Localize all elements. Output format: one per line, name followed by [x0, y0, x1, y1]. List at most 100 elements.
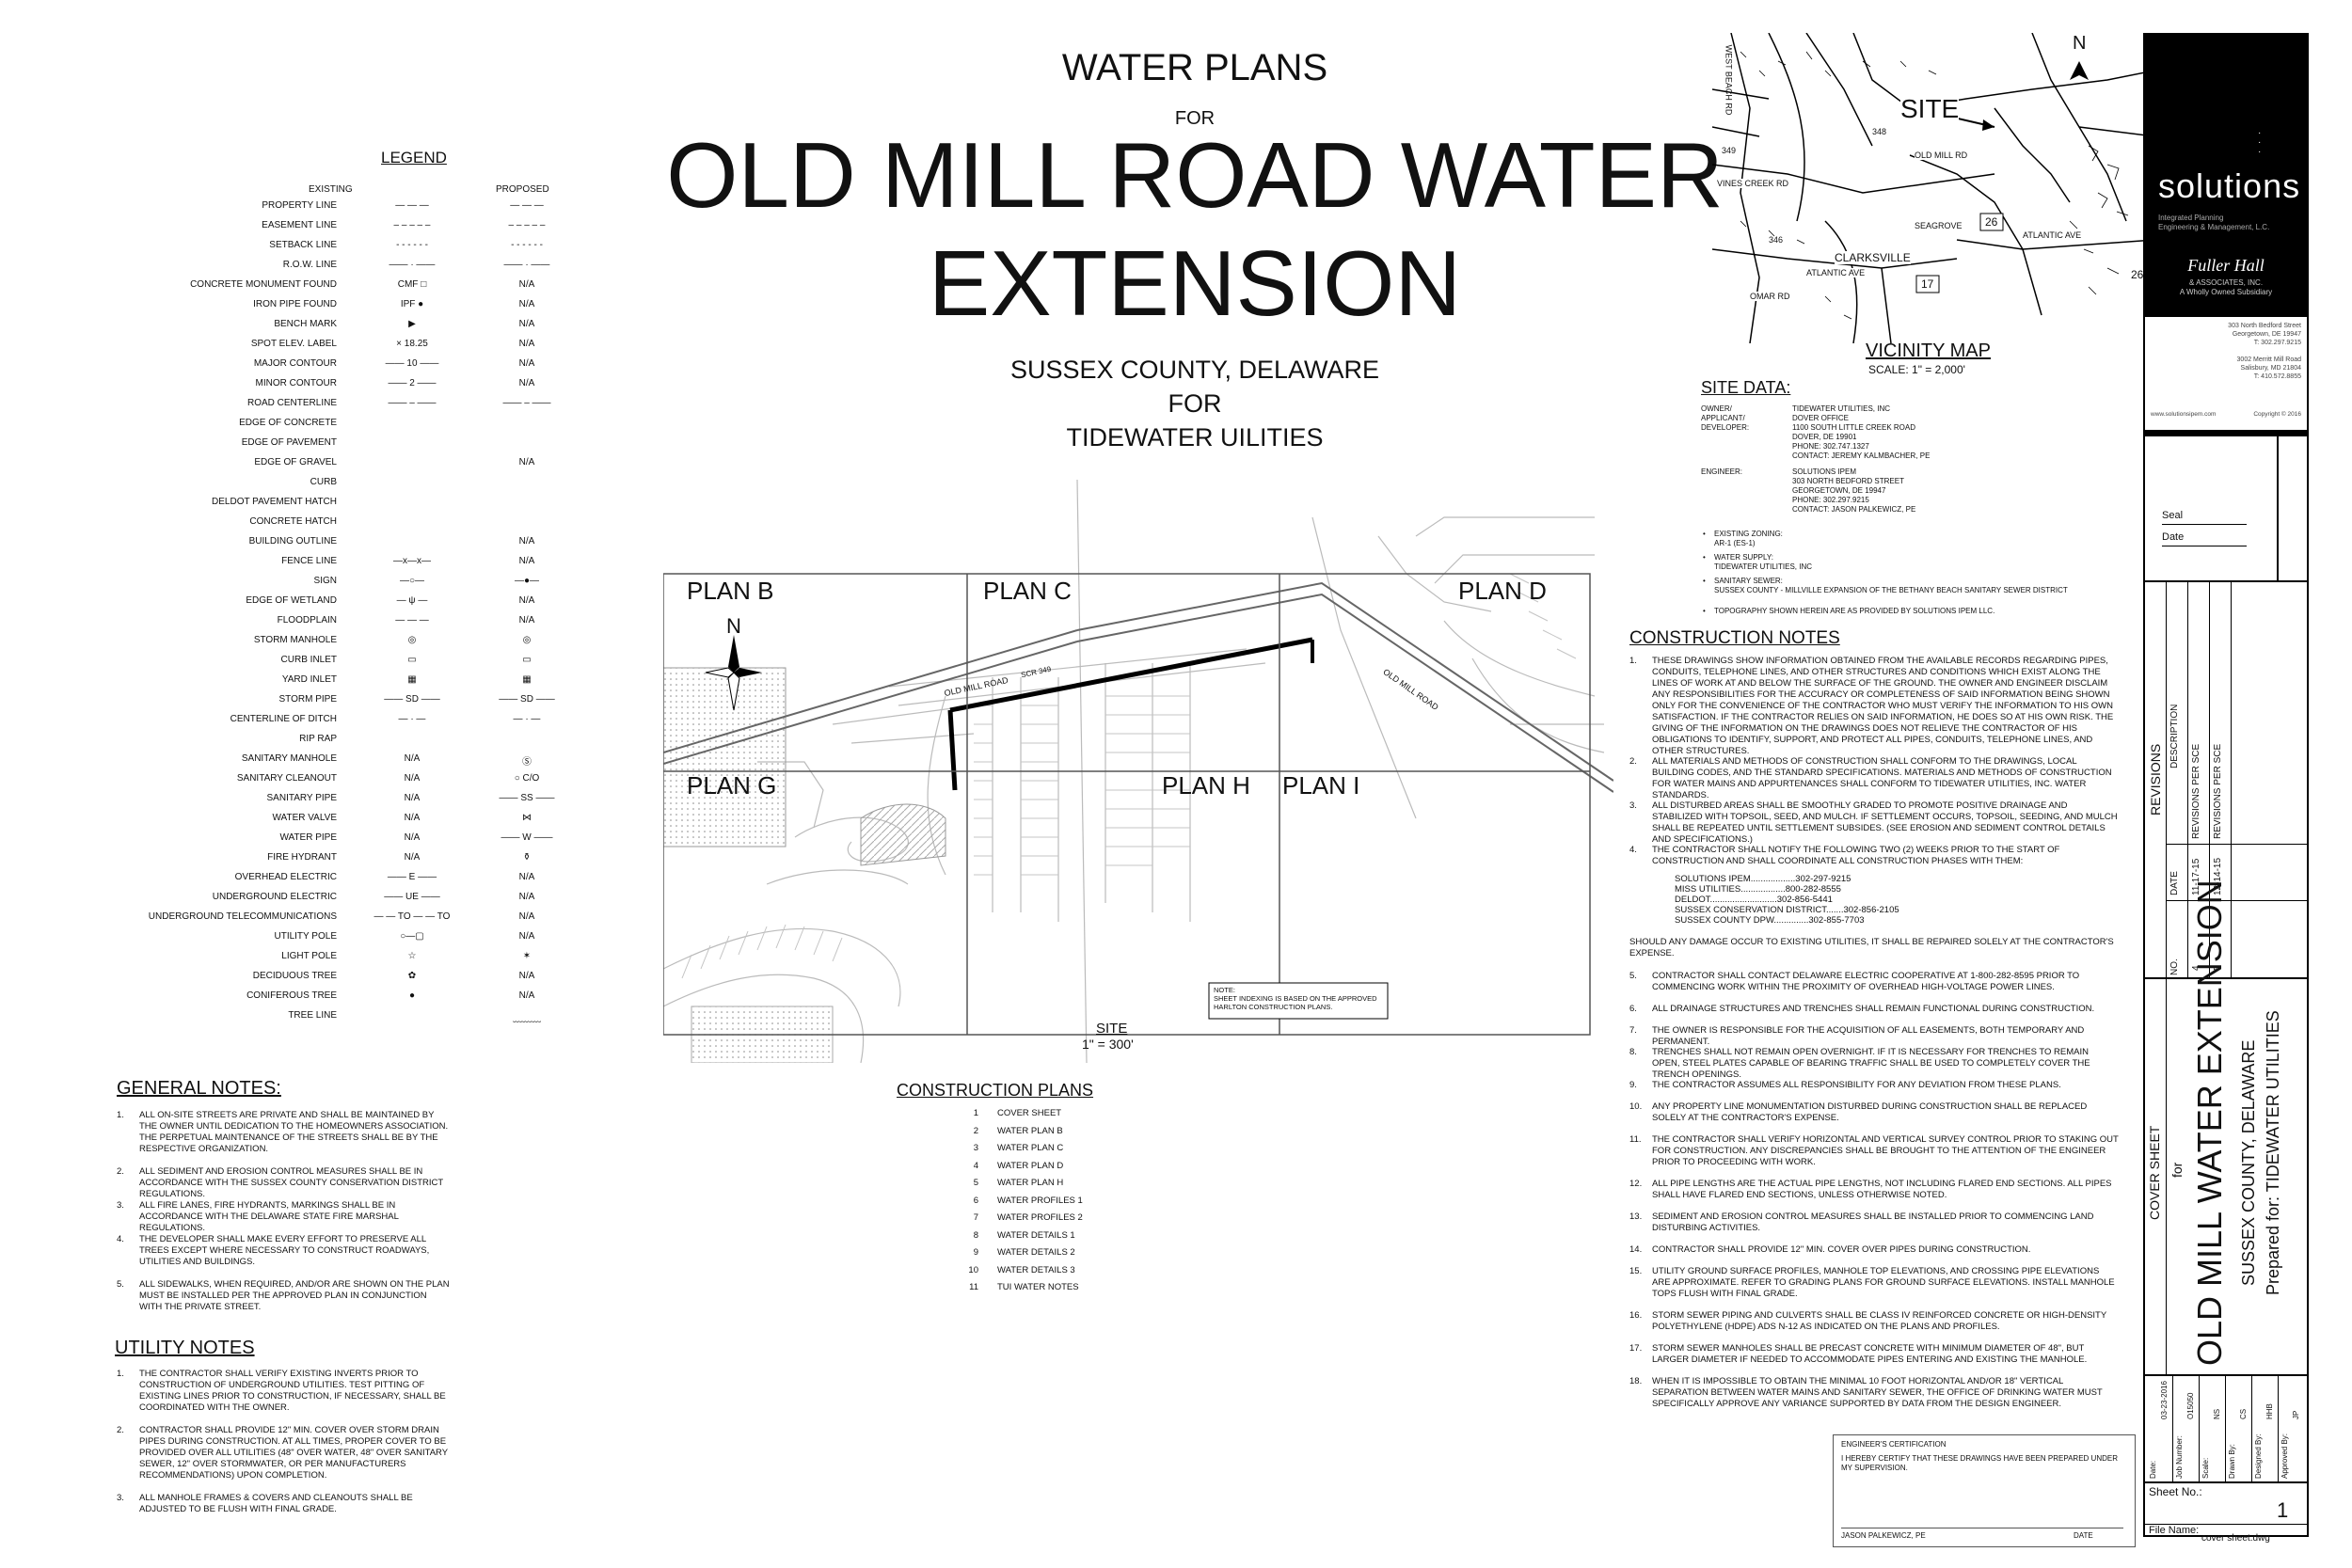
legend-row: EASEMENT LINE– – – – –– – – – –	[75, 217, 583, 236]
note-number: 6.	[1629, 1004, 1637, 1014]
legend-row-existing: IPF ●	[400, 299, 424, 309]
key-map: PLAN B PLAN C PLAN D PLAN G PLAN H PLAN …	[662, 479, 1614, 1064]
legend-row: DELDOT PAVEMENT HATCH	[75, 494, 583, 513]
legend-row-label: WATER PIPE	[279, 832, 337, 843]
legend-row-proposed: ✶	[522, 951, 532, 961]
site-data-engineer-label: ENGINEER:	[1701, 467, 1743, 476]
legend-row: MINOR CONTOUR—— 2 ——N/A	[75, 375, 583, 394]
tb-divider	[2145, 430, 2307, 432]
note-item: 4.THE DEVELOPER SHALL MAKE EVERY EFFORT …	[117, 1234, 451, 1268]
construction-notes-title: CONSTRUCTION NOTES	[1629, 628, 1840, 648]
note-text: ALL PIPE LENGTHS ARE THE ACTUAL PIPE LEN…	[1652, 1179, 2112, 1200]
legend-row: YARD INLET▦▦	[75, 672, 583, 690]
legend-row: UNDERGROUND ELECTRIC—— UE ——N/A	[75, 889, 583, 908]
construction-plan-number: 4	[973, 1160, 978, 1171]
legend-row-label: YARD INLET	[281, 674, 337, 685]
legend-row-proposed: N/A	[518, 339, 535, 349]
legend-row-label: MAJOR CONTOUR	[253, 358, 337, 369]
vicinity-label-seagrove: SEAGROVE	[1915, 221, 1963, 230]
job-info-value: O15050	[2186, 1392, 2195, 1419]
legend-row: DECIDUOUS TREE✿N/A	[75, 968, 583, 987]
construction-plan-name: WATER DETAILS 1	[997, 1229, 1075, 1241]
contact-dots: ..................	[1750, 874, 1796, 884]
note-number: 1.	[1629, 656, 1637, 666]
vicinity-label-omar: OMAR RD	[1750, 292, 1790, 301]
job-info-divider	[2278, 1376, 2279, 1481]
vicinity-scale: SCALE: 1" = 2,000'	[1868, 363, 1965, 376]
contact-dots: .......	[1826, 905, 1844, 915]
vicinity-route-349: 349	[1722, 146, 1737, 155]
legend-row-label: DELDOT PAVEMENT HATCH	[212, 497, 337, 507]
note-item: 8.TRENCHES SHALL NOT REMAIN OPEN OVERNIG…	[1629, 1047, 2119, 1081]
note-text: STORM SEWER MANHOLES SHALL BE PRECAST CO…	[1652, 1343, 2088, 1365]
legend-row-proposed: ▦	[522, 674, 532, 685]
sheet-prepared-for: Prepared for: TIDEWATER UTILITIES	[2264, 1010, 2282, 1295]
note-text: THE CONTRACTOR ASSUMES ALL RESPONSIBILIT…	[1652, 1080, 2061, 1090]
legend-row-label: SANITARY PIPE	[266, 793, 337, 803]
site-data-bullet-text: EXISTING ZONING: AR-1 (ES-1)	[1714, 530, 1783, 547]
construction-plan-name: WATER PLAN H	[997, 1178, 1064, 1188]
vicinity-route-26: 26	[1985, 215, 1998, 229]
legend-row-existing: CMF □	[397, 279, 427, 290]
legend-row-proposed: —— W ——	[501, 832, 553, 843]
rev-row-line-2	[2166, 900, 2307, 901]
construction-plan-number: 11	[969, 1282, 978, 1292]
file-name-label: File Name:	[2149, 1525, 2200, 1536]
legend-row-proposed: — · —	[513, 714, 541, 724]
job-info-key: Approved By:	[2280, 1433, 2289, 1479]
vicinity-route-17: 17	[1921, 277, 1934, 291]
seal-date-label: Date	[2162, 531, 2185, 543]
note-item: 2.ALL MATERIALS AND METHODS OF CONSTRUCT…	[1629, 756, 2119, 801]
legend-row-existing: ☆	[407, 951, 417, 961]
tb-divider-6	[2145, 1524, 2307, 1525]
job-info-value: JP	[2292, 1410, 2300, 1419]
contact-name: SOLUTIONS IPEM	[1675, 874, 1751, 884]
legend-row-label: UTILITY POLE	[274, 931, 337, 942]
legend-row-proposed: N/A	[518, 872, 535, 882]
legend-row-proposed: —— SS ——	[499, 793, 555, 803]
legend-row: BENCH MARK▶N/A	[75, 316, 583, 335]
note-text: THE CONTRACTOR SHALL VERIFY HORIZONTAL A…	[1652, 1134, 2119, 1167]
note-text: STORM SEWER PIPING AND CULVERTS SHALL BE…	[1652, 1310, 2107, 1332]
legend-row-label: FIRE HYDRANT	[267, 852, 337, 863]
plan-h-label: PLAN H	[1162, 771, 1250, 800]
certification-text: I HEREBY CERTIFY THAT THESE DRAWINGS HAV…	[1841, 1454, 2118, 1472]
legend-row: CURB	[75, 474, 583, 493]
legend-row: STORM MANHOLE◎◎	[75, 632, 583, 651]
note-item: 2.CONTRACTOR SHALL PROVIDE 12" MIN. COVE…	[117, 1425, 451, 1481]
construction-plan-name: WATER PLAN C	[997, 1143, 1064, 1153]
note-number: 18.	[1629, 1376, 1643, 1386]
legend-row-existing: N/A	[404, 753, 421, 764]
legend-row-existing: — — —	[395, 200, 429, 211]
contact-dots: ..............	[1773, 915, 1809, 926]
construction-plan-name: WATER PLAN B	[997, 1125, 1063, 1136]
legend-row-proposed: —— – ——	[502, 398, 551, 408]
legend-row: EDGE OF CONCRETE	[75, 415, 583, 434]
bullet-dot: •	[1703, 530, 1706, 538]
legend-row-existing: ✿	[407, 971, 417, 981]
legend-row-label: BUILDING OUTLINE	[248, 536, 337, 546]
north-arrow	[705, 635, 762, 711]
site-data-owner-values: TIDEWATER UTILITIES, INC DOVER OFFICE 11…	[1792, 404, 1931, 460]
legend-row: RIP RAP	[75, 731, 583, 750]
legend-row: ROAD CENTERLINE—— – ———— – ——	[75, 395, 583, 414]
note-text: ALL MANHOLE FRAMES & COVERS AND CLEANOUT…	[139, 1493, 413, 1514]
legend-row-proposed: ◎	[522, 635, 532, 645]
legend-row-label: WATER VALVE	[272, 813, 337, 823]
file-name: cover sheet.dwg	[2201, 1533, 2270, 1544]
legend-row-proposed: N/A	[518, 299, 535, 309]
legend-row-proposed: —●—	[514, 576, 540, 586]
note-number: 17.	[1629, 1343, 1643, 1354]
legend-row-existing: — ψ —	[396, 595, 428, 606]
vicinity-route-346: 346	[1769, 235, 1784, 245]
plan-i-label: PLAN I	[1282, 771, 1360, 800]
legend-row-label: CURB	[310, 477, 337, 487]
certification-name: JASON PALKEWICZ, PE	[1841, 1531, 1926, 1540]
contact-row: DELDOT...........................302-856…	[1675, 895, 1833, 905]
